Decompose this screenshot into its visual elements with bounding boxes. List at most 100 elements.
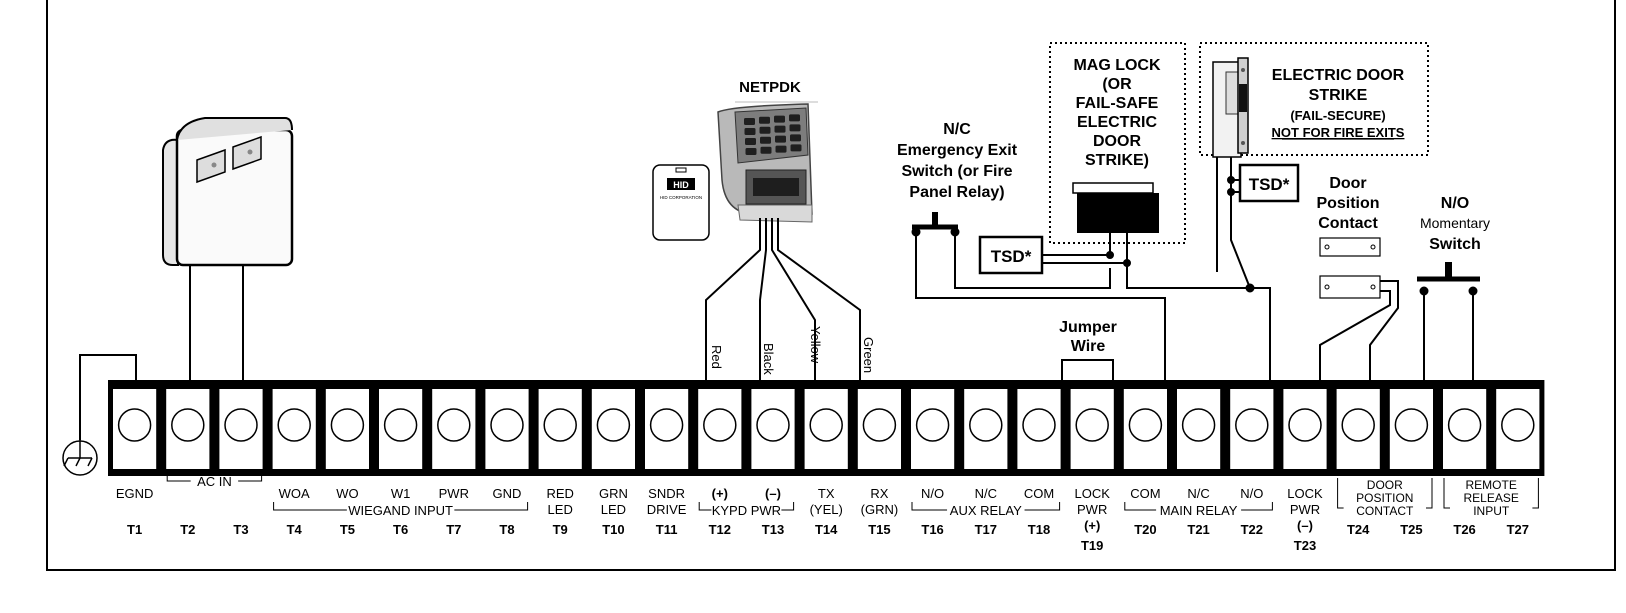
terminal-label-line-2: (YEL)	[810, 502, 843, 517]
keypad-key	[775, 145, 787, 153]
emergency-exit-line-2: Emergency Exit	[897, 142, 1018, 159]
mag-lock-box	[1049, 42, 1186, 244]
netpdk-keypad	[717, 103, 813, 223]
terminal-number: T26	[1453, 522, 1475, 537]
wiegand-input-label: WIEGAND INPUT	[348, 503, 453, 518]
door-position-contact	[1319, 237, 1399, 390]
mag-lock-line-5: DOOR	[1093, 133, 1141, 150]
keypad-key	[745, 148, 757, 155]
wire-label-black: Black	[761, 343, 776, 375]
electric-strike-line-3: (FAIL-SECURE)	[1290, 108, 1385, 123]
mag-lock-line-1: MAG LOCK	[1073, 57, 1161, 74]
terminal-screw	[969, 408, 1003, 442]
door-position-contact-bracket-left	[1337, 478, 1344, 509]
momentary-switch	[1417, 262, 1480, 390]
wire-label-red: Red	[709, 345, 724, 369]
terminal-screw	[596, 408, 631, 442]
terminal-label-line-2: PWR	[1077, 502, 1107, 517]
emergency-exit-line-4: Panel Relay)	[909, 184, 1004, 201]
aux-relay-bracket-right	[1024, 502, 1061, 511]
terminal-number: T21	[1187, 522, 1209, 537]
terminal-number: T22	[1241, 522, 1263, 537]
terminal-number: T18	[1028, 522, 1050, 537]
terminal-number: T23	[1294, 538, 1316, 553]
door-contact-line-3: Contact	[1318, 215, 1378, 232]
emergency-exit-line-1: N/C	[943, 121, 971, 138]
keypad-key	[790, 144, 802, 152]
terminal-label-line-2: PWR	[1290, 502, 1320, 517]
earth-ground	[62, 354, 137, 476]
terminal-number: T9	[553, 522, 568, 537]
terminal-label: N/O	[921, 486, 944, 501]
terminal-strip	[108, 380, 1545, 476]
mag-lock-line-3: FAIL-SAFE	[1076, 95, 1159, 112]
terminal-label-line-2: LED	[601, 502, 626, 517]
wire-color-labels: Red Black Yellow Green	[709, 326, 876, 375]
terminal-screw	[224, 408, 258, 442]
terminal-number: T1	[127, 522, 142, 537]
terminal-label: N/O	[1240, 486, 1263, 501]
terminal-label: (–)	[765, 486, 781, 501]
terminal-number: T13	[762, 522, 784, 537]
mag-lock-label: MAG LOCK (OR FAIL-SAFE ELECTRIC DOOR STR…	[1073, 57, 1161, 169]
terminal-label: PWR	[439, 486, 469, 501]
aux-relay-label: AUX RELAY	[950, 503, 1022, 518]
terminal-screw	[543, 408, 577, 442]
terminal-label: SNDR	[648, 486, 685, 501]
ac-in-bracket-left	[166, 473, 191, 482]
jumper-wire-line-2: Wire	[1071, 338, 1106, 355]
keypad-key	[745, 138, 756, 145]
terminal-label-line-2: (GRN)	[861, 502, 899, 517]
keypad-key	[775, 135, 786, 143]
terminal-number: T14	[815, 522, 838, 537]
terminal-label: LOCK	[1074, 486, 1110, 501]
terminal-screw	[649, 408, 684, 442]
mag-lock-device	[1072, 182, 1159, 233]
diagram-frame	[46, 0, 1616, 571]
terminal-label: COM	[1024, 486, 1054, 501]
keypad-wires	[705, 218, 861, 390]
terminal-number: T2	[180, 522, 195, 537]
terminal-screw	[1235, 408, 1269, 442]
terminal-label-line-3: (–)	[1297, 518, 1313, 533]
remote-release-input-bracket-right	[1532, 478, 1539, 509]
electric-strike-label: ELECTRIC DOOR STRIKE (FAIL-SECURE) NOT F…	[1272, 67, 1405, 140]
ac-in-label: AC IN	[197, 474, 232, 489]
strike-wires	[1216, 157, 1251, 289]
emergency-exit-label: N/C Emergency Exit Switch (or Fire Panel…	[897, 121, 1018, 201]
jumper-wire-line-1: Jumper	[1059, 319, 1117, 336]
door-position-label: Door Position Contact	[1316, 175, 1379, 232]
terminal-screw	[1075, 408, 1109, 442]
mag-lock-line-6: STRIKE)	[1085, 152, 1149, 169]
terminal-screw	[703, 408, 737, 442]
main-relay-bracket-right	[1241, 502, 1273, 511]
momentary-switch-line-3: Switch	[1429, 236, 1481, 253]
terminal-number: T17	[975, 522, 997, 537]
electric-strike-line-4: NOT FOR FIRE EXITS	[1272, 125, 1405, 140]
door-contact-line-2: Position	[1316, 195, 1379, 212]
terminal-screw	[809, 408, 843, 442]
terminal-label-line-2: DRIVE	[647, 502, 687, 517]
momentary-switch-line-1: N/O	[1441, 195, 1469, 212]
terminal-number: T3	[233, 522, 248, 537]
emergency-exit-line-3: Switch (or Fire	[901, 163, 1012, 180]
terminal-number: T4	[287, 522, 303, 537]
terminal-label: RED	[546, 486, 573, 501]
jumper-wire-label: Jumper Wire	[1059, 319, 1117, 355]
keypad-key	[760, 146, 772, 154]
keypad-key	[789, 124, 801, 132]
hid-card-caption: HID CORPORATION	[660, 195, 702, 200]
wiegand-input-bracket-left	[273, 502, 347, 511]
terminal-screw	[1288, 408, 1322, 442]
terminal-label: W1	[391, 486, 411, 501]
terminal-screw	[1447, 408, 1482, 442]
keypad-key	[789, 114, 800, 122]
terminal-screw	[915, 408, 950, 442]
terminal-number: T10	[602, 522, 624, 537]
terminal-screw	[437, 408, 471, 442]
keypad-key	[760, 136, 771, 144]
mag-lock-line-4: ELECTRIC	[1077, 114, 1157, 131]
terminal-number: T24	[1347, 522, 1370, 537]
terminal-screw	[171, 408, 205, 442]
